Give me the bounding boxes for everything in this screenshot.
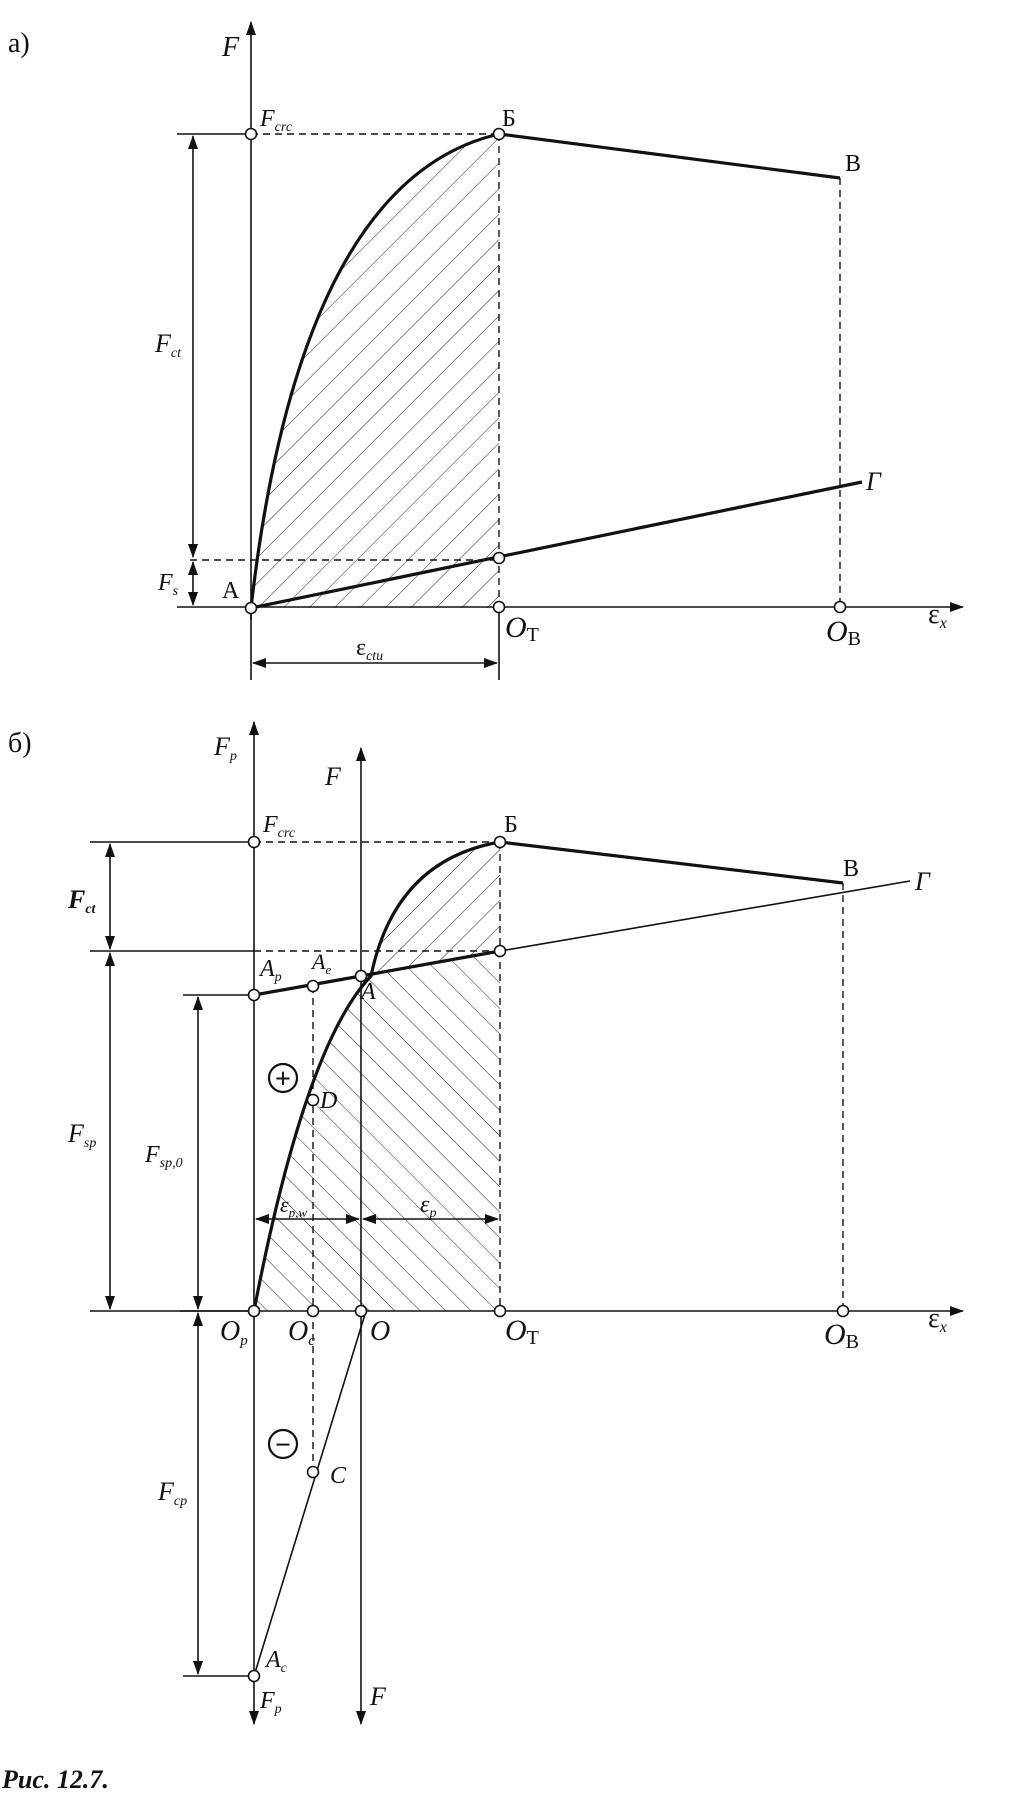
- fct-label-b: Fct: [67, 885, 97, 917]
- point-b-label-b: Б: [504, 812, 518, 838]
- point-ot-a: [492, 600, 506, 614]
- hatched-area-a: [251, 134, 499, 608]
- point-a-label-b: A: [359, 979, 376, 1005]
- eps-ctu-label: εctu: [356, 635, 383, 664]
- minus-sign: −: [275, 1430, 291, 1461]
- oc-label: Oc: [288, 1316, 315, 1349]
- eps-pw-label: εp,w: [280, 1192, 307, 1220]
- point-b-a: [492, 127, 506, 141]
- point-ap: [247, 988, 261, 1002]
- point-op: [247, 1304, 261, 1318]
- part-a-label: а): [8, 28, 30, 59]
- fcrc-label-a: Fcrc: [259, 106, 293, 135]
- point-fcrc-a: [244, 127, 258, 141]
- point-a-b: [354, 969, 368, 983]
- fs-label-a: Fs: [157, 570, 179, 599]
- hatched-lower-b: [254, 951, 500, 1311]
- op-label: Op: [220, 1316, 248, 1349]
- diagram-b: б): [8, 721, 964, 1725]
- figure-caption: Рис. 12.7.: [1, 1765, 109, 1794]
- point-ot-b: [493, 1304, 507, 1318]
- point-ov-a: [833, 600, 847, 614]
- hatched-upper-b: [371, 842, 500, 976]
- fct-label-a: Fct: [154, 329, 182, 361]
- point-b-b: [493, 835, 507, 849]
- fsp0-label-b: Fsp,0: [144, 1142, 183, 1171]
- line-b-v: [498, 132, 841, 180]
- part-b-label: б): [8, 728, 32, 759]
- plus-sign: +: [275, 1064, 291, 1095]
- point-o: [354, 1304, 368, 1318]
- point-a-label-a: А: [222, 578, 240, 604]
- point-c-label: C: [330, 1463, 347, 1489]
- point-g-label-b: Г: [914, 867, 931, 896]
- point-b-label-a: Б: [502, 106, 516, 132]
- point-ap-label: Ap: [258, 956, 282, 985]
- diagram-a: а) F Fcrc Б В Г Fct: [8, 21, 964, 680]
- fcrc-label-b: Fcrc: [262, 812, 296, 841]
- point-ov-b: [836, 1304, 850, 1318]
- minus-circle: [267, 1428, 299, 1460]
- point-c: [306, 1465, 320, 1479]
- plus-circle: [267, 1062, 299, 1094]
- point-ac-label: Ac: [264, 1647, 288, 1676]
- point-g-label-a: Г: [865, 467, 882, 496]
- ov-label-a: OВ: [826, 615, 861, 650]
- axis-f-top-label: F: [324, 762, 342, 791]
- line-b-v-b: [499, 840, 844, 885]
- ot-label-a: OТ: [505, 611, 539, 646]
- point-v-label-a: В: [845, 151, 861, 177]
- ov-label-b: OВ: [824, 1318, 859, 1353]
- eps-p-label: εp: [420, 1192, 436, 1221]
- line-ac-o: [253, 1310, 367, 1677]
- curve-a-b: [249, 132, 500, 609]
- point-a-a: [244, 601, 258, 615]
- point-fs-a: [492, 551, 506, 565]
- curve-op-b: [252, 840, 501, 1312]
- point-ae: [306, 979, 320, 993]
- point-fcrc-b: [247, 835, 261, 849]
- point-ac: [247, 1669, 261, 1683]
- axis-fp-bottom-label: Fp: [259, 1688, 282, 1717]
- axis-f-label-a: F: [221, 32, 240, 63]
- line-peak-g: [499, 880, 911, 952]
- o-label: O: [370, 1316, 390, 1347]
- point-d: [306, 1093, 320, 1107]
- axis-fp-top-label: Fp: [213, 732, 237, 764]
- line-a-g: [250, 480, 863, 610]
- point-peak-b: [493, 944, 507, 958]
- axis-f-bottom-label: F: [369, 1682, 387, 1711]
- point-v-label-b: В: [843, 856, 859, 882]
- fcp-label-b: Fcp: [157, 1477, 187, 1509]
- line-a-peak: [360, 949, 501, 978]
- fsp-label-b: Fsp: [67, 1119, 96, 1151]
- axis-eps-label-a: εx: [928, 599, 947, 632]
- point-oc: [306, 1304, 320, 1318]
- ot-label-b: OТ: [505, 1314, 539, 1349]
- axis-eps-label-b: εx: [928, 1303, 947, 1336]
- point-d-label: D: [319, 1088, 337, 1114]
- point-ae-label: Ae: [310, 949, 331, 977]
